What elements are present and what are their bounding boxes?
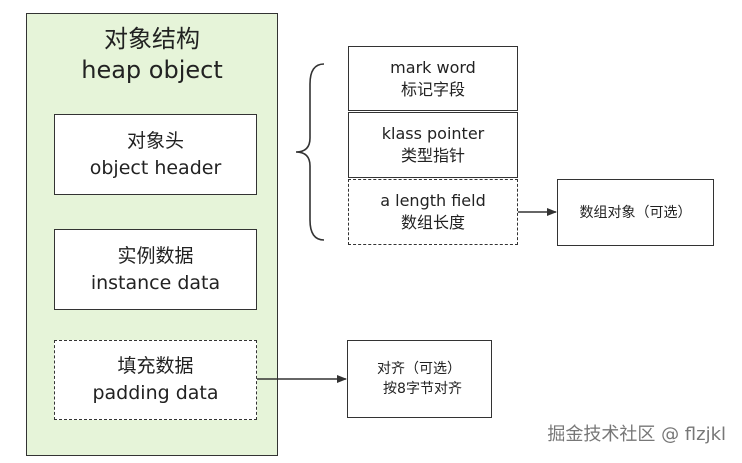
- mark-word-en: mark word: [390, 57, 476, 77]
- mark-word-cn: 标记字段: [400, 79, 465, 99]
- array-object-box: 数组对象（可选）: [557, 179, 714, 246]
- instance-data-cn: 实例数据: [117, 244, 194, 267]
- klass-pointer-en: klass pointer: [381, 124, 485, 143]
- alignment-line2: 按8字节对齐: [383, 381, 462, 397]
- length-field-box: a length field 数组长度: [348, 179, 518, 245]
- object-header-box: 对象头 object header: [54, 114, 257, 195]
- padding-data-box: 填充数据 padding data: [54, 340, 257, 420]
- title-english: heap object: [81, 56, 223, 84]
- length-field-cn: 数组长度: [400, 213, 465, 232]
- alignment-line1: 对齐（可选）: [377, 361, 462, 377]
- instance-data-box: 实例数据 instance data: [54, 229, 257, 310]
- klass-pointer-cn: 类型指针: [400, 146, 465, 165]
- mark-word-box: mark word 标记字段: [348, 46, 518, 111]
- instance-data-en: instance data: [90, 271, 221, 294]
- curly-brace: [295, 63, 325, 241]
- array-object-label: 数组对象（可选）: [579, 204, 692, 221]
- title-chinese: 对象结构: [104, 25, 200, 53]
- watermark: 掘金技术社区 @ flzjkl: [547, 424, 726, 445]
- padding-data-en: padding data: [92, 382, 219, 404]
- klass-pointer-box: klass pointer 类型指针: [348, 112, 518, 178]
- heap-object-title: 对象结构 heap object: [26, 24, 278, 86]
- alignment-box: 对齐（可选） 按8字节对齐: [347, 340, 492, 418]
- length-field-en: a length field: [380, 191, 486, 210]
- object-header-cn: 对象头: [126, 129, 184, 152]
- object-header-en: object header: [89, 156, 222, 179]
- padding-data-cn: 填充数据: [117, 355, 194, 377]
